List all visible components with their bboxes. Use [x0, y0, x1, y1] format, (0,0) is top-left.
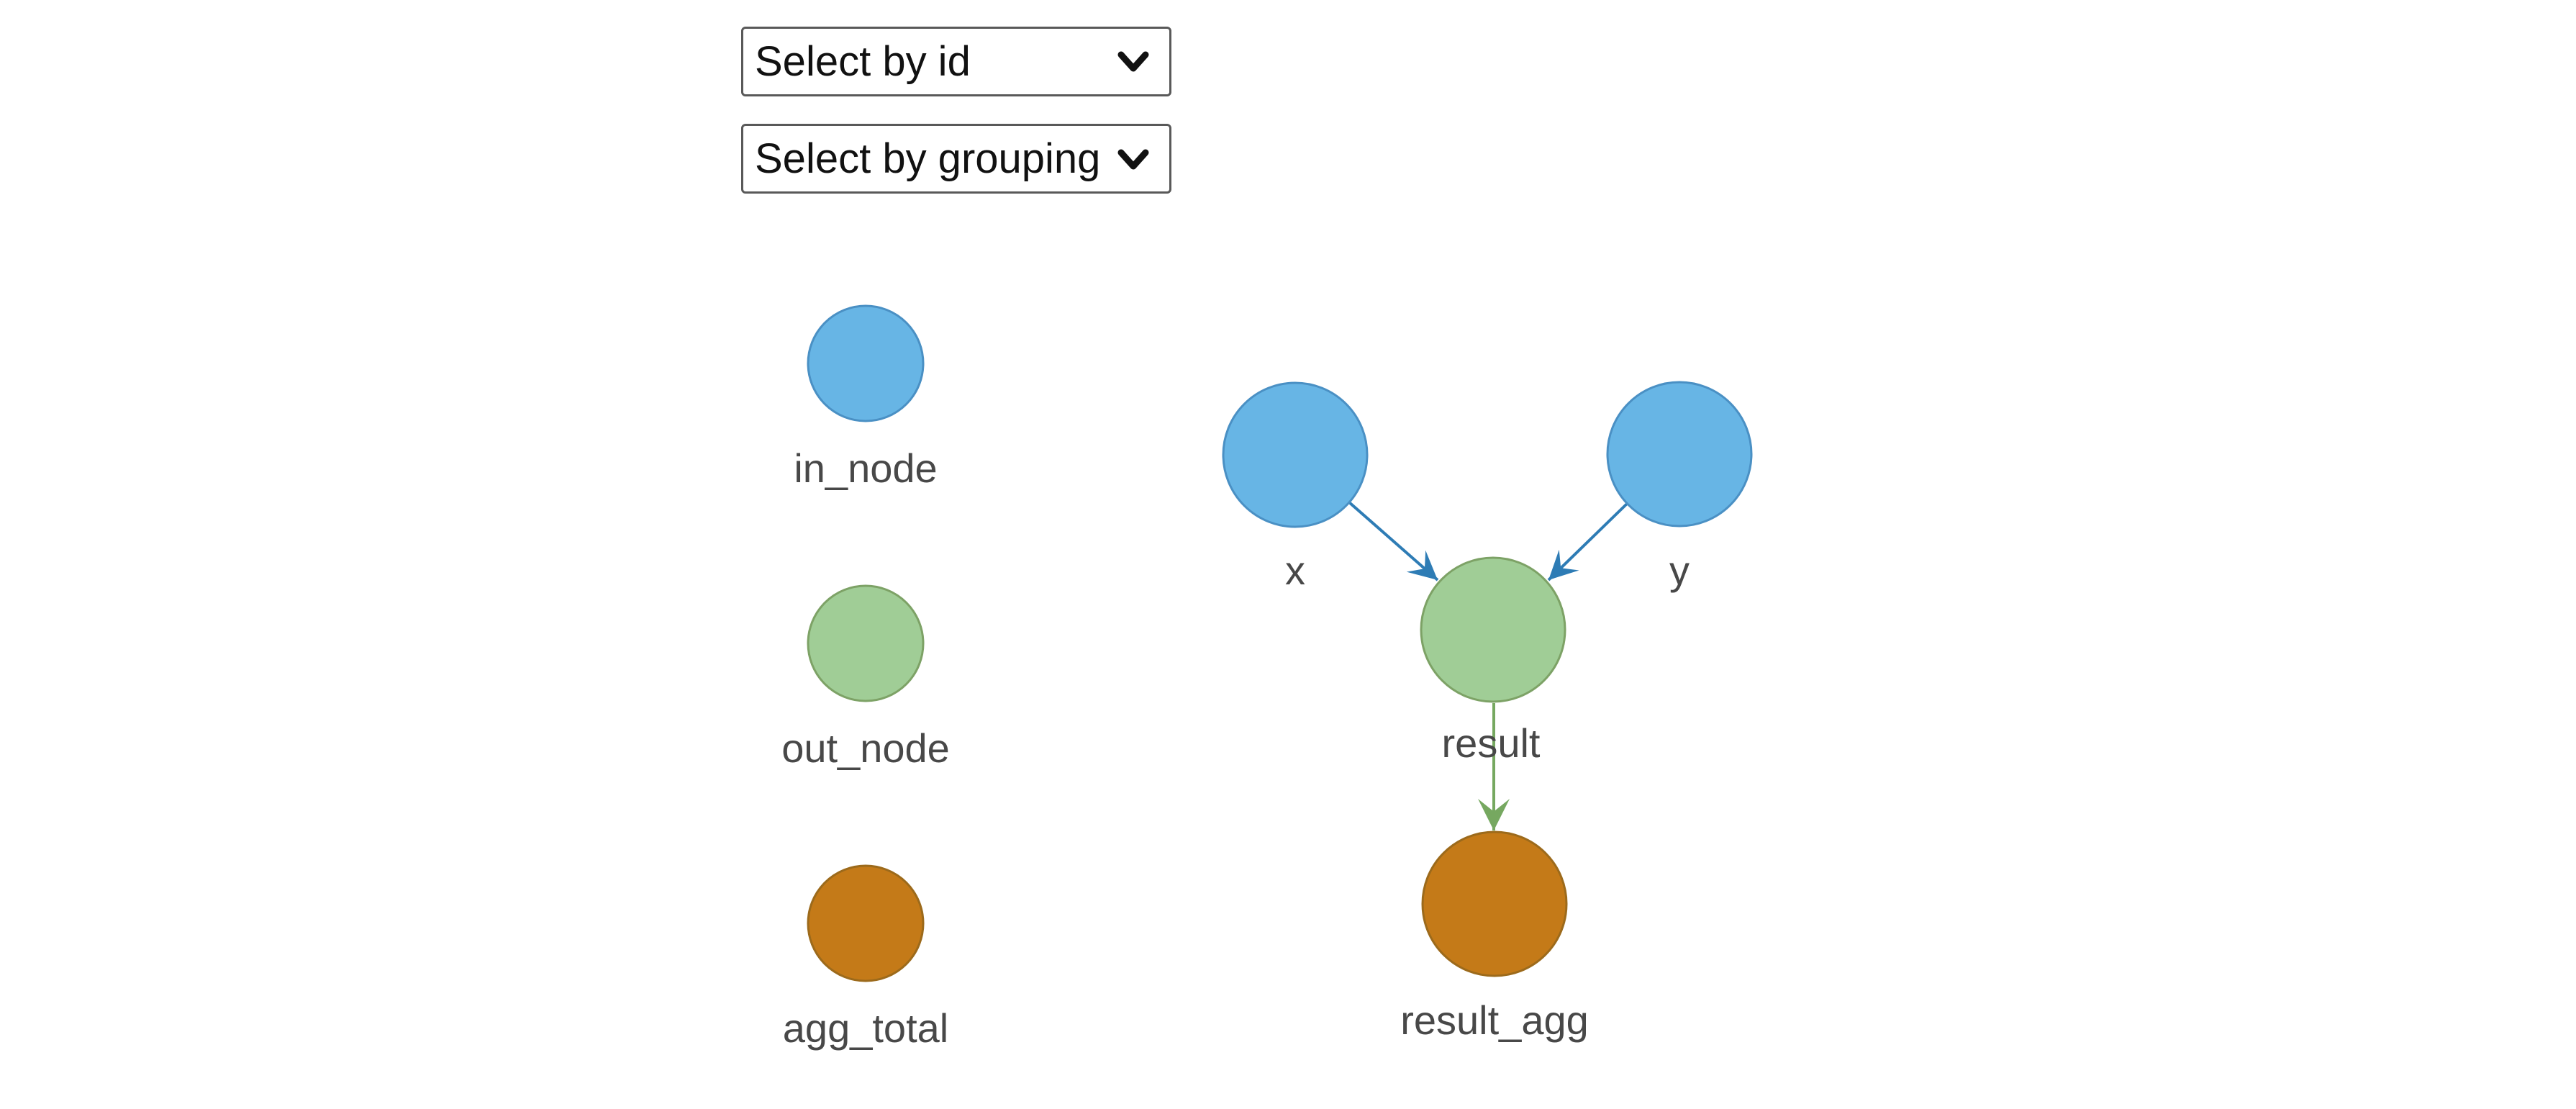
- legend: in_node out_node agg_total: [781, 304, 950, 1051]
- legend-label-out-node: out_node: [781, 725, 950, 771]
- node-x[interactable]: [1222, 381, 1369, 528]
- legend-swatch-out-node: [807, 584, 925, 702]
- edge-y-to-result: [1547, 502, 1628, 581]
- node-label-result-agg: result_agg: [1400, 997, 1589, 1043]
- graph-nodes: [1222, 381, 1753, 977]
- legend-swatch-in-node: [807, 304, 925, 422]
- node-label-x: x: [1285, 548, 1305, 593]
- legend-swatch-agg-total: [807, 864, 925, 982]
- graph-node-labels: x y result result_agg: [1285, 548, 1690, 1043]
- legend-label-agg-total: agg_total: [783, 1005, 948, 1051]
- node-y[interactable]: [1606, 381, 1753, 528]
- edge-x-to-result: [1348, 501, 1439, 581]
- node-label-y: y: [1669, 548, 1690, 593]
- legend-label-in-node: in_node: [794, 445, 937, 491]
- node-result[interactable]: [1420, 556, 1566, 703]
- select-by-id-dropdown[interactable]: Select by id: [741, 27, 1171, 96]
- node-label-result: result: [1442, 720, 1541, 766]
- graph-edges: [1348, 501, 1628, 830]
- select-by-grouping-dropdown[interactable]: Select by grouping: [741, 124, 1171, 194]
- node-result-agg[interactable]: [1421, 830, 1568, 977]
